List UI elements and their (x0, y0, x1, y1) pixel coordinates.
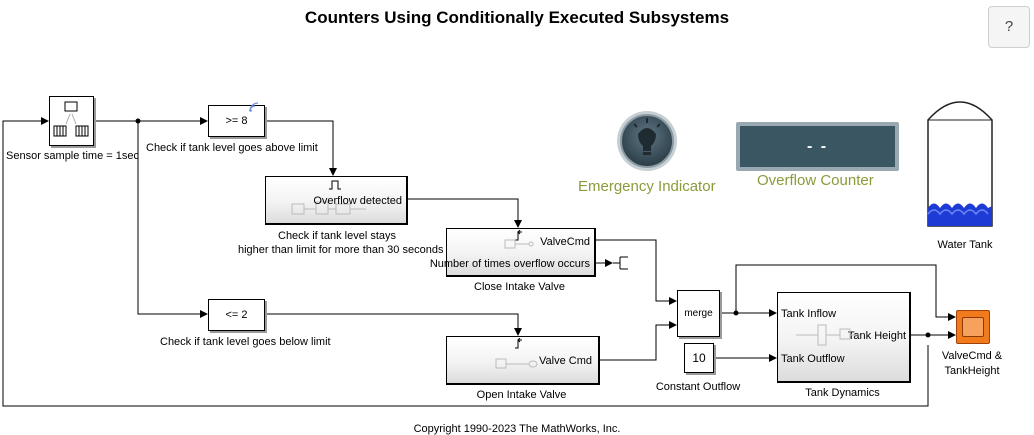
trigger-port-icon (515, 338, 522, 349)
close-valvecmd-line (596, 239, 677, 305)
scope-block[interactable] (956, 310, 990, 344)
sensor-label: Sensor sample time = 1sec (6, 150, 139, 162)
scope-label-2: TankHeight (944, 365, 1000, 377)
enable-port-icon (329, 180, 341, 190)
subsystem-preview-icon (504, 239, 534, 249)
check-low-label: Check if tank level goes below limit (160, 336, 331, 348)
merge-block[interactable]: merge (677, 290, 720, 337)
close-valve-subsystem[interactable]: ValveCmd Number of times overflow occurs (430, 228, 596, 277)
overflow-detection-subsystem[interactable]: Overflow detected (265, 176, 408, 225)
water-tank-label: Water Tank (937, 239, 993, 251)
overflow-port-label: Overflow detected (313, 195, 402, 207)
open-valvecmd-port: Valve Cmd (539, 355, 592, 367)
overflow-line (408, 198, 522, 228)
close-overflow-count-port: Number of times overflow occurs (429, 258, 590, 270)
merge-scope-line (735, 264, 956, 321)
emergency-indicator-label: Emergency Indicator (578, 178, 716, 195)
sensor-rate-block[interactable] (49, 96, 94, 146)
open-valve-label: Open Intake Valve (476, 389, 567, 401)
tank-dynamics-subsystem[interactable]: Tank Inflow Tank Outflow Tank Height (777, 292, 911, 383)
open-valve-subsystem[interactable]: Valve Cmd (446, 336, 600, 385)
close-valvecmd-port: ValveCmd (540, 236, 590, 248)
check-high-label: Check if tank level goes above limit (146, 142, 318, 154)
tank-inflow-port: Tank Inflow (781, 308, 837, 320)
overflow-subsystem-label-2: higher than limit for more than 30 secon… (238, 244, 444, 256)
check-high-block[interactable]: >= 8 (208, 105, 265, 137)
overflow-subsystem-label-1: Check if tank level stays (278, 230, 396, 242)
scope-screen-icon (962, 317, 984, 337)
check-low-block[interactable]: <= 2 (208, 299, 265, 331)
wireless-icon (249, 102, 259, 112)
terminator-icon[interactable] (612, 256, 630, 270)
help-button[interactable]: ? (988, 6, 1030, 48)
emergency-lamp-icon[interactable] (616, 106, 678, 176)
copyright: Copyright 1990-2023 The MathWorks, Inc. (413, 423, 621, 435)
scope-label-1: ValveCmd & (941, 350, 1003, 362)
tank-height-port: Tank Height (847, 330, 906, 342)
overflow-counter-display[interactable]: - - (736, 122, 899, 171)
constant-block[interactable]: 10 (684, 343, 714, 373)
subsystem-preview-icon (495, 358, 538, 369)
close-valve-label: Close Intake Valve (474, 281, 565, 293)
tank-dynamics-label: Tank Dynamics (805, 387, 880, 399)
rate-transition-icon (53, 101, 89, 137)
page-title: Counters Using Conditionally Executed Su… (304, 8, 730, 27)
feedback-line (2, 117, 929, 407)
subsystem-preview-icon (291, 201, 366, 215)
water-tank-icon[interactable] (925, 96, 995, 234)
trigger-port-icon (515, 230, 522, 241)
tank-outflow-port: Tank Outflow (781, 353, 845, 365)
sensor-branch-line (137, 121, 208, 318)
high-check-line (264, 120, 337, 176)
overflow-counter-label: Overflow Counter (757, 172, 874, 189)
low-check-line (265, 313, 522, 336)
open-valvecmd-line (600, 321, 677, 361)
subsystem-preview-icon (796, 324, 860, 346)
constant-label: Constant Outflow (655, 381, 741, 393)
